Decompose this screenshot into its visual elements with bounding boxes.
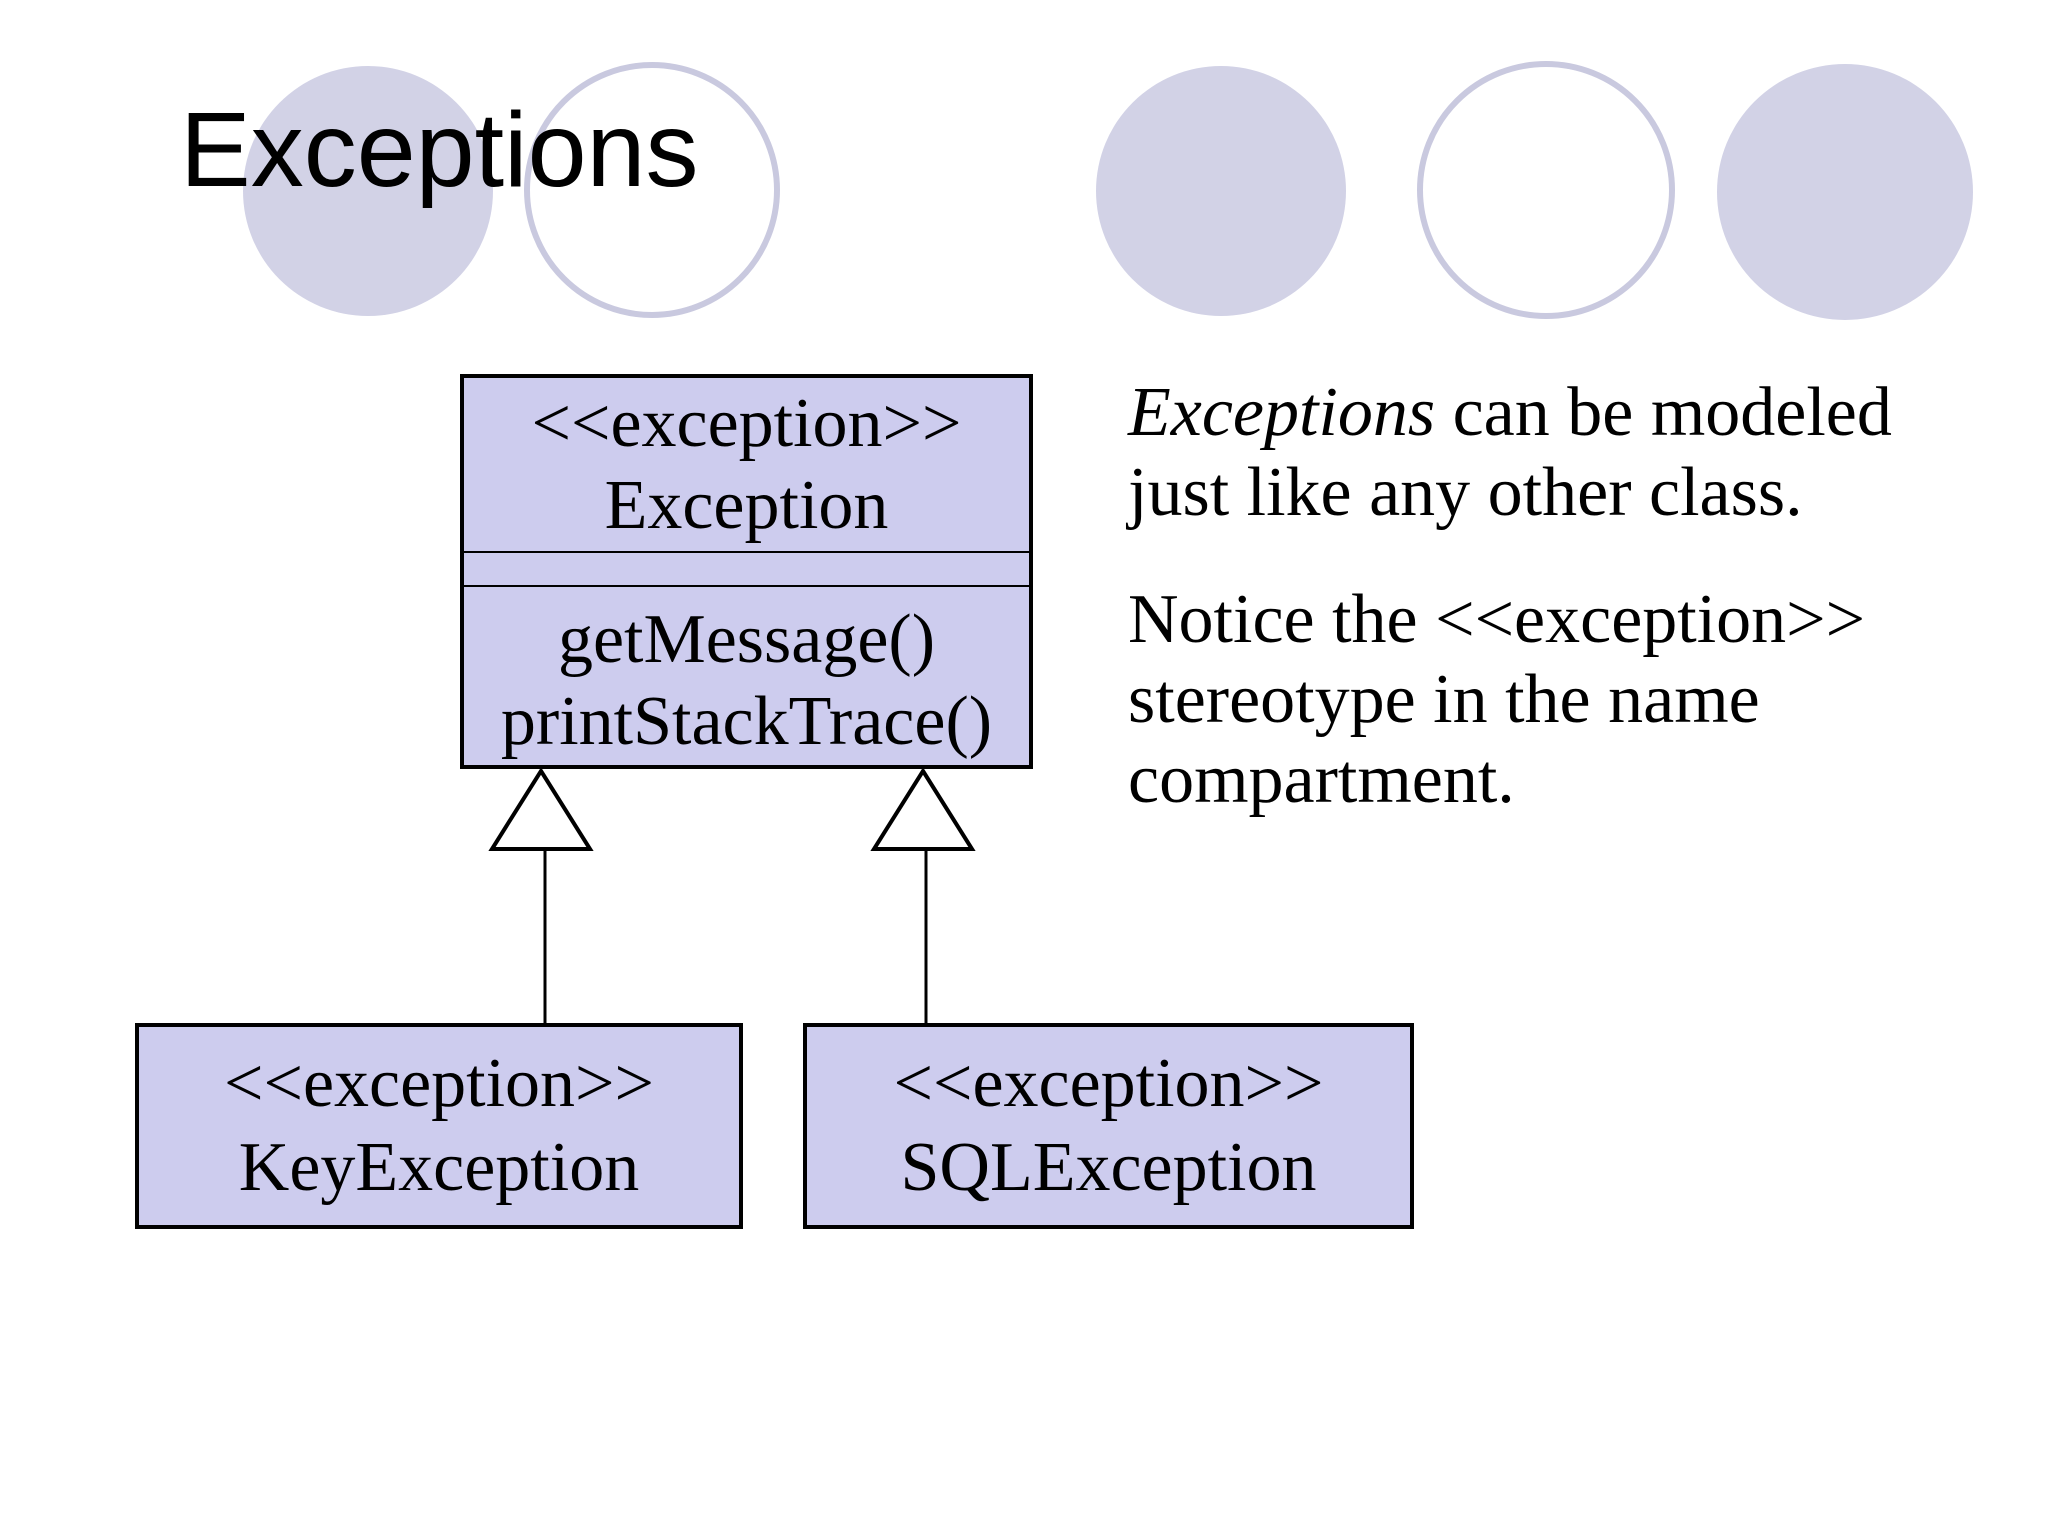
parent-stereotype-label: <<exception>> — [531, 384, 962, 462]
child-class-name-label: KeyException — [238, 1129, 640, 1206]
parent-attributes-compartment — [464, 551, 1029, 587]
decorative-circle-filled-2 — [1096, 66, 1346, 316]
inheritance-triangle-right — [870, 767, 976, 851]
decorative-circle-filled-1 — [243, 66, 493, 316]
child-stereotype-label: <<exception>> — [893, 1045, 1324, 1122]
note-paragraph-1-rest: can be modeled just like any other class… — [1128, 374, 1892, 531]
decorative-circle-outline-1 — [524, 62, 780, 318]
parent-class-name-label: Exception — [604, 466, 889, 544]
parent-methods-compartment: getMessage() printStackTrace() — [464, 587, 1029, 765]
child-class-name-label: SQLException — [900, 1129, 1317, 1206]
uml-parent-class-box: <<exception>> Exception getMessage() pri… — [460, 374, 1033, 769]
page-title: Exceptions — [180, 91, 699, 209]
uml-child-class-box-keyexception: <<exception>> KeyException — [135, 1023, 743, 1229]
decorative-circle-outline-2 — [1417, 61, 1675, 319]
method-label-getmessage: getMessage() — [557, 601, 936, 678]
decorative-circle-filled-3 — [1717, 64, 1973, 320]
uml-child-class-box-sqlexception: <<exception>> SQLException — [803, 1023, 1414, 1229]
note-paragraph-1: Exceptions can be modeled just like any … — [1128, 373, 1938, 533]
notes-block: Exceptions can be modeled just like any … — [1128, 373, 1938, 820]
note-paragraph-2: Notice the <<exception>> stereotype in t… — [1128, 581, 1866, 818]
child-stereotype-label: <<exception>> — [223, 1045, 654, 1122]
method-label-printstacktrace: printStackTrace() — [500, 683, 993, 760]
inheritance-triangle-left — [488, 767, 594, 851]
note-paragraph-1-italic-lead: Exceptions — [1128, 374, 1436, 451]
parent-name-compartment: <<exception>> Exception — [464, 378, 1029, 551]
